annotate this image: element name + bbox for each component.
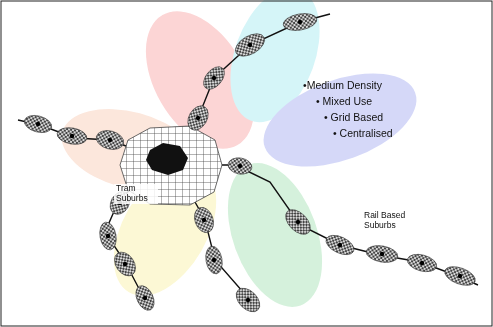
station-dot	[202, 218, 206, 222]
rail-suburb	[184, 102, 213, 134]
rail-suburb	[94, 128, 126, 153]
rail-suburb	[56, 126, 88, 147]
station-dot	[108, 138, 112, 142]
station-dot	[298, 20, 302, 24]
rail-suburb	[132, 283, 157, 313]
feature-bullet: •Medium Density	[303, 79, 382, 91]
rail-suburb	[204, 245, 225, 275]
station-dot	[380, 252, 384, 256]
rail-suburb	[22, 113, 53, 136]
rail-suburb	[282, 11, 318, 33]
watermark-petals	[53, 0, 429, 320]
station-dot	[143, 296, 147, 300]
rail-suburb	[232, 29, 269, 61]
feature-bullet: • Mixed Use	[316, 95, 372, 107]
rail-suburb	[442, 263, 478, 289]
rail-suburb	[323, 231, 357, 258]
rail-suburb	[232, 284, 265, 317]
rail-suburb	[98, 221, 119, 251]
area-label: Rail Based Suburbs	[362, 211, 418, 231]
rail-suburb	[110, 248, 140, 280]
suburbs	[22, 11, 477, 316]
station-dot	[212, 76, 216, 80]
station-dot	[196, 116, 200, 120]
feature-bullet: • Grid Based	[324, 111, 383, 123]
station-dot	[106, 234, 110, 238]
rail-suburb	[365, 243, 399, 264]
station-dot	[248, 43, 252, 47]
rail-line	[185, 165, 478, 285]
rail-lines	[18, 14, 478, 300]
station-dot	[420, 261, 424, 265]
rail-suburb	[191, 205, 217, 236]
city-centre	[146, 143, 188, 175]
station-dot	[338, 243, 342, 247]
rail-suburb	[200, 63, 229, 93]
station-dot	[36, 122, 40, 126]
area-label: Tram Suburbs	[114, 184, 158, 204]
station-dot	[458, 274, 462, 278]
station-dot	[123, 262, 127, 266]
rail-suburb	[281, 205, 315, 239]
feature-bullet: • Centralised	[333, 127, 393, 139]
station-dot	[212, 258, 216, 262]
rail-suburb	[405, 251, 438, 274]
station-dot	[296, 220, 300, 224]
rail-suburb	[227, 156, 253, 176]
station-dot	[238, 164, 242, 168]
station-dot	[70, 134, 74, 138]
station-dot	[246, 298, 250, 302]
